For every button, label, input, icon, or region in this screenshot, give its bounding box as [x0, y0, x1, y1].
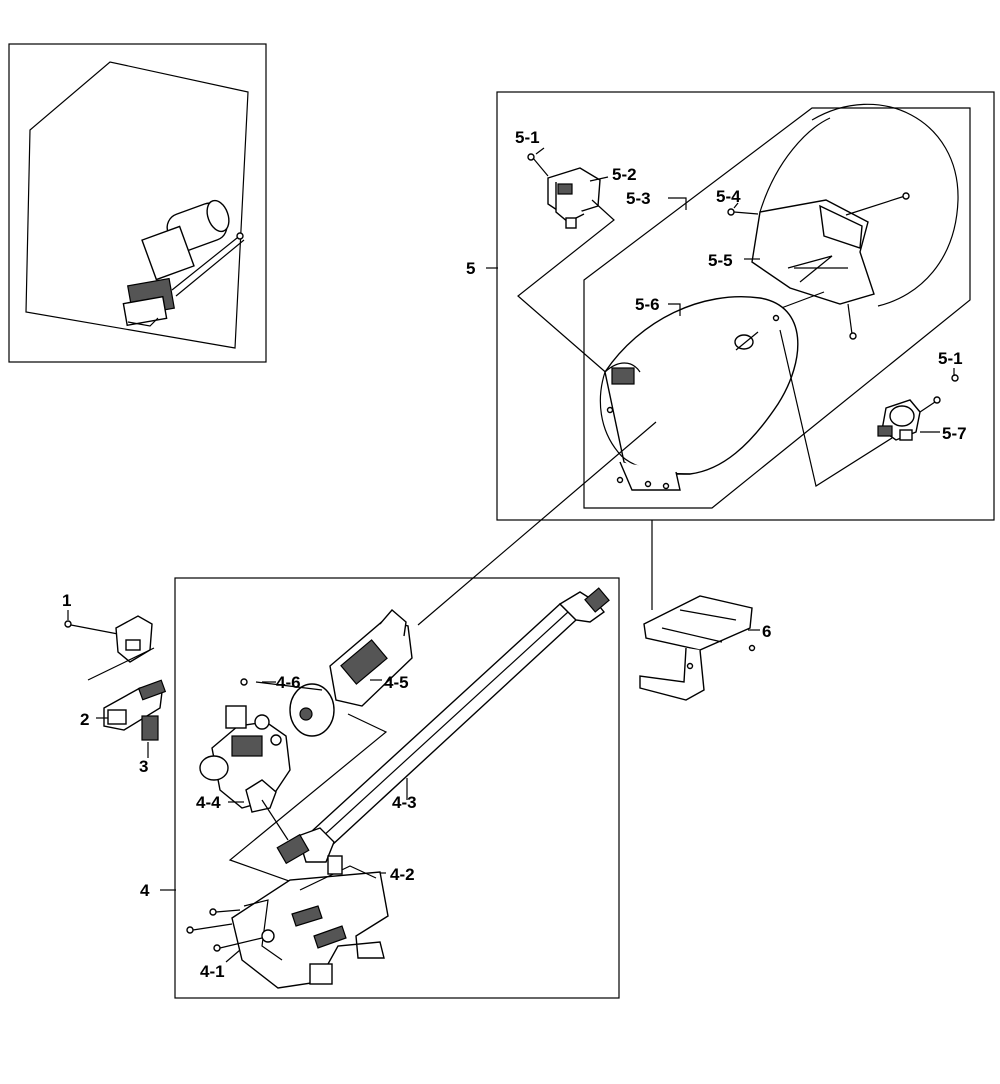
overview-inset: [8, 43, 267, 363]
callout-5: 5: [466, 259, 475, 278]
callout-5-3: 5-3: [626, 189, 651, 208]
callout-6: 6: [762, 622, 771, 641]
part-4-2-mounting-bracket-icon: [186, 855, 389, 989]
callout-2: 2: [80, 710, 89, 729]
callout-leaders: [67, 147, 955, 963]
callout-5-2: 5-2: [612, 165, 637, 184]
callout-5-7: 5-7: [942, 424, 967, 443]
callout-5-5: 5-5: [708, 251, 733, 270]
part-3-filter-icon: [141, 715, 159, 741]
callout-4: 4: [140, 881, 150, 900]
part-5-6-combustion-chamber-icon: [599, 296, 893, 491]
callout-4-2: 4-2: [390, 865, 415, 884]
callout-4-6: 4-6: [276, 673, 301, 692]
part-5-5-heat-shield-icon: [727, 192, 910, 305]
part-5-5-upper-cylinder-icon: [759, 103, 959, 340]
group-5-box: [496, 91, 995, 521]
callout-5-4: 5-4: [716, 187, 741, 206]
group-4-box: [174, 577, 620, 999]
callout-5-6: 5-6: [635, 295, 660, 314]
callout-4-1: 4-1: [200, 962, 225, 981]
callout-3: 3: [139, 757, 148, 776]
part-5-2-bracket-icon: [527, 153, 601, 229]
callout-4-3: 4-3: [392, 793, 417, 812]
callout-5-1-top: 5-1: [515, 128, 540, 147]
overview-assembly-icon: [122, 199, 245, 327]
part-2-igniter-icon: [103, 679, 167, 731]
callout-4-4: 4-4: [196, 793, 221, 812]
part-4-5-gas-valve-icon: [240, 609, 413, 737]
callout-4-5: 4-5: [384, 673, 409, 692]
part-5-7-sensor-icon: [877, 374, 959, 441]
part-4-3-burner-tube-icon: [276, 587, 610, 865]
part-6-bracket-icon: [639, 595, 756, 701]
part-4-4-valve-assembly-icon: [199, 705, 291, 841]
callout-5-1-right: 5-1: [938, 349, 963, 368]
callout-1: 1: [62, 591, 71, 610]
